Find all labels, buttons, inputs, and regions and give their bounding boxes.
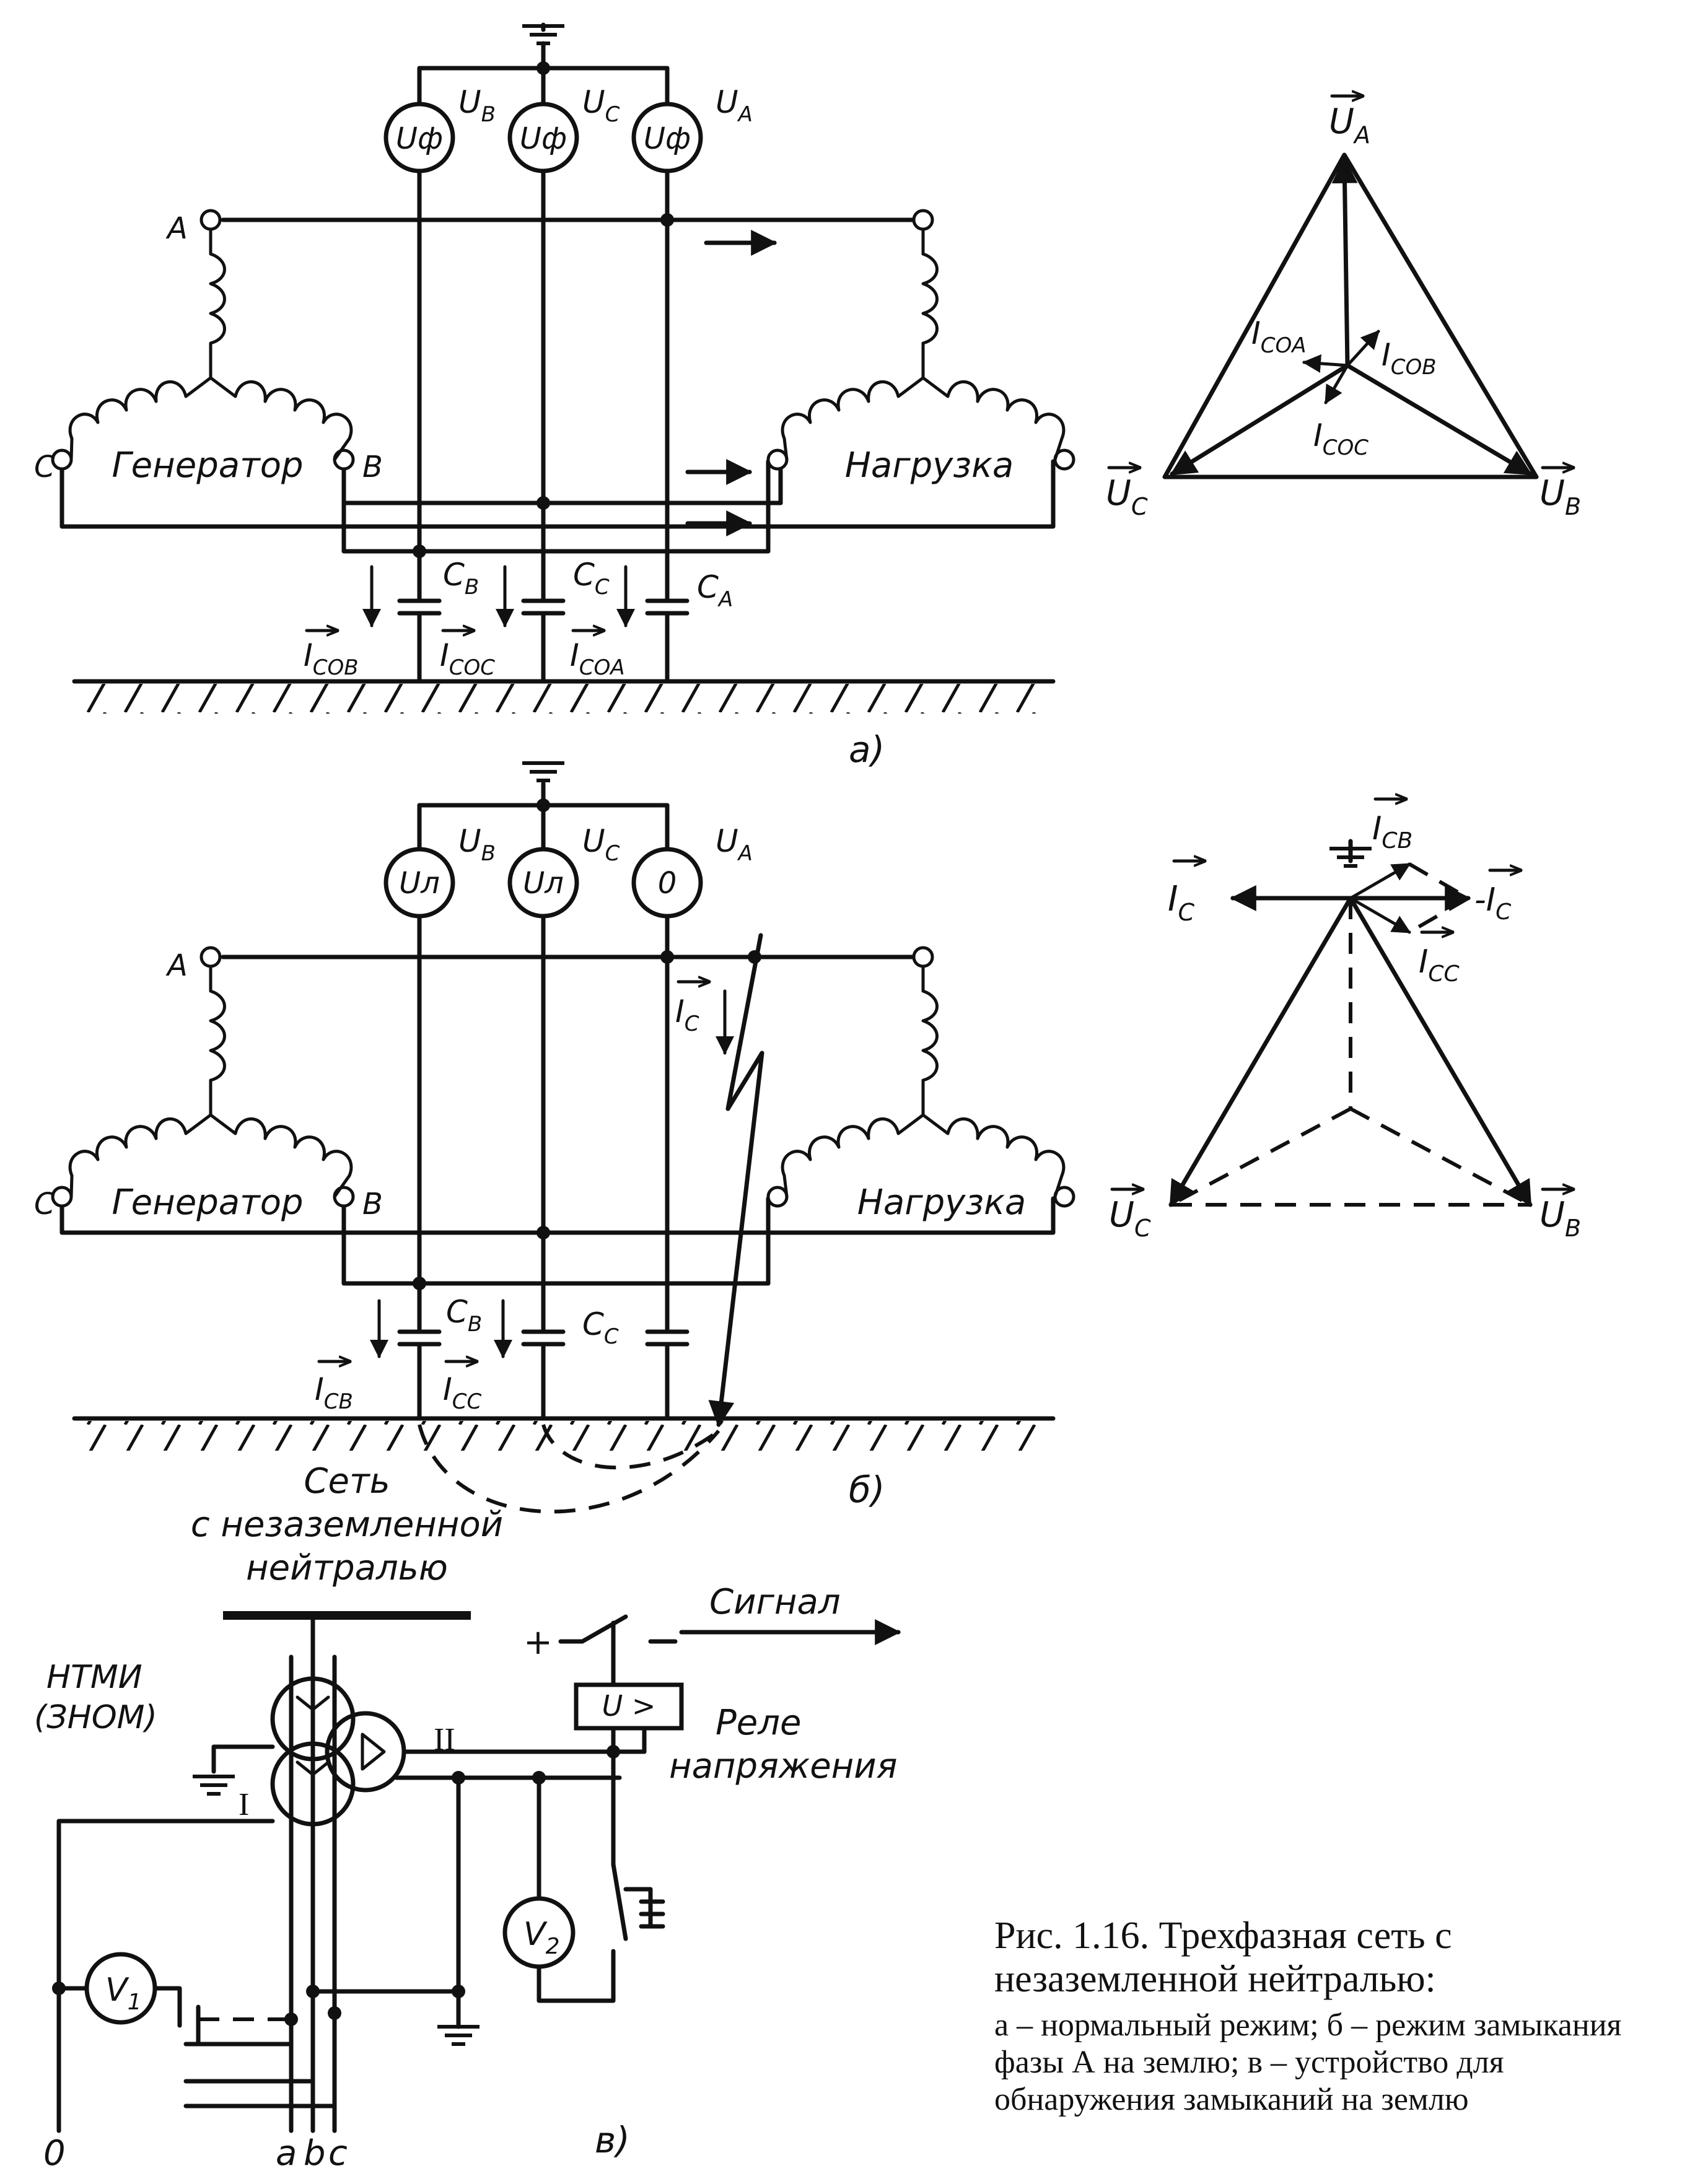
earth-hatch [74,1421,1053,1451]
star-winding-icon [296,1760,330,1795]
phase-b-label: B [362,1187,383,1221]
ua-vertex-label: UA [1329,102,1370,149]
capacitor-cc [520,598,566,616]
voltmeter-a-b: Uф [383,102,455,173]
terminal-c: c [328,2133,348,2174]
voltmeter-label: Uф [396,121,443,156]
voltmeter-label: Uл [523,866,564,901]
ub-prime-label: UB [1539,1195,1581,1242]
plus-sign: + [523,1622,553,1663]
relay-box-label: U > [602,1689,656,1723]
generator-b: Генератор [68,964,353,1223]
diagram-tag: б) [849,1469,885,1511]
vector-diagram-b: IC ICB -IC ICC UC UB [1109,799,1581,1242]
icb-vector-label: ICB [1372,810,1412,854]
uc-vertex-label: UC [1106,473,1148,520]
generator-label: Генератор [112,445,303,486]
test-button [611,1862,628,1941]
ub-label: UB [458,823,496,866]
ic-fault-label: IC [675,994,699,1036]
icob-label: ICOB [304,637,359,680]
signal-label: Сигнал [709,1582,841,1622]
icob-vector-label: ICOB [1382,337,1437,380]
load-label: Нагрузка [845,445,1014,486]
ca-label: CA [697,569,733,612]
icoc-vector-label: ICOC [1313,417,1369,460]
voltmeter-label: Uл [399,866,440,901]
uc-label: UC [582,84,620,127]
phase-c-label: C [34,1187,55,1221]
icoc-label: ICOC [440,637,495,680]
uc-prime-label: UC [1109,1195,1151,1242]
voltmeter-label: 0 [658,866,677,901]
load-label: Нагрузка [857,1182,1026,1223]
ub-vertex-label: UB [1539,473,1581,520]
caption-body: а – нормальный режим; б – режим замыкани… [994,2008,1622,2117]
voltmeter-b-c: Uл [507,847,579,919]
uc-label: UC [582,823,620,866]
capacitor-cb [396,598,442,616]
phase-a-label: A [165,948,188,983]
icoa-vector-label: ICOA [1251,315,1307,358]
terminal-a: a [276,2133,297,2174]
icc-vector-label: ICC [1419,943,1460,987]
cb-label: CB [446,1294,482,1337]
diagram-b: Uл Uл 0 UB UC UA A B C [34,763,1075,1514]
phase-a-label: A [165,211,188,246]
transformer-ntmi [270,1676,406,1827]
transformer-label-1: НТМИ [46,1659,142,1696]
voltmeter-label: Uф [520,121,567,156]
terminal-0: 0 [43,2133,66,2174]
delta-winding-icon [361,1732,386,1771]
minus-ic-vector-label: -IC [1474,881,1512,925]
earth-hatch [74,684,1053,714]
icc-label: ICC [443,1371,481,1414]
relay-line-2: напряжения [669,1746,897,1786]
winding-1-label: I [239,1787,249,1822]
voltmeter-b-a: 0 [631,847,703,919]
voltmeter-a-c: Uф [507,102,579,173]
vector-diagram-a: UA UB UC ICOA ICOB ICOC [1106,96,1581,520]
terminal-b: b [304,2133,326,2174]
figure-caption: Рис. 1.16. Трехфазная сеть с незаземленн… [994,1914,1682,2118]
fault-path [708,933,764,1428]
network-line-3: нейтралью [246,1548,448,1588]
icb-label: ICB [315,1371,353,1414]
phase-b-label: B [362,450,383,484]
network-line-2: с незаземленной [191,1505,503,1545]
ua-label: UA [716,84,753,127]
ub-label: UB [458,84,496,127]
voltmeter-b-b: Uл [383,847,455,919]
phase-c-label: C [34,450,55,484]
v2-label: V2 [523,1916,559,1959]
diagram-tag: а) [849,728,885,771]
star-winding-icon [296,1695,330,1730]
generator-a: Генератор [68,227,353,486]
relay-line-1: Реле [716,1703,801,1743]
load-b: Нагрузка [781,964,1066,1223]
voltmeter-label: Uф [644,121,691,156]
diagram-a: Uф Uф Uф UB UC UA A B C [34,22,1075,771]
transformer-label-2: (ЗНОМ) [34,1699,157,1736]
load-a: Нагрузка [781,227,1066,486]
cc-label: CC [573,557,610,600]
generator-label: Генератор [112,1182,303,1223]
ic-vector-label: IC [1168,879,1195,926]
cc-label: CC [582,1306,619,1349]
ua-label: UA [716,823,753,866]
capacitor-ca [644,598,690,616]
relay-box [574,1682,684,1731]
voltmeter-a-a: Uф [631,102,703,173]
caption-title: Рис. 1.16. Трехфазная сеть с незаземленн… [994,1915,1452,2000]
diagram-c: Сеть с незаземленной нейтралью НТМИ (ЗНО… [34,1461,901,2174]
icoa-label: ICOA [570,637,625,680]
network-line-1: Сеть [304,1461,390,1501]
diagram-tag: в) [595,2119,630,2161]
v1-label: V1 [105,1972,141,2015]
cb-label: CB [443,557,479,600]
